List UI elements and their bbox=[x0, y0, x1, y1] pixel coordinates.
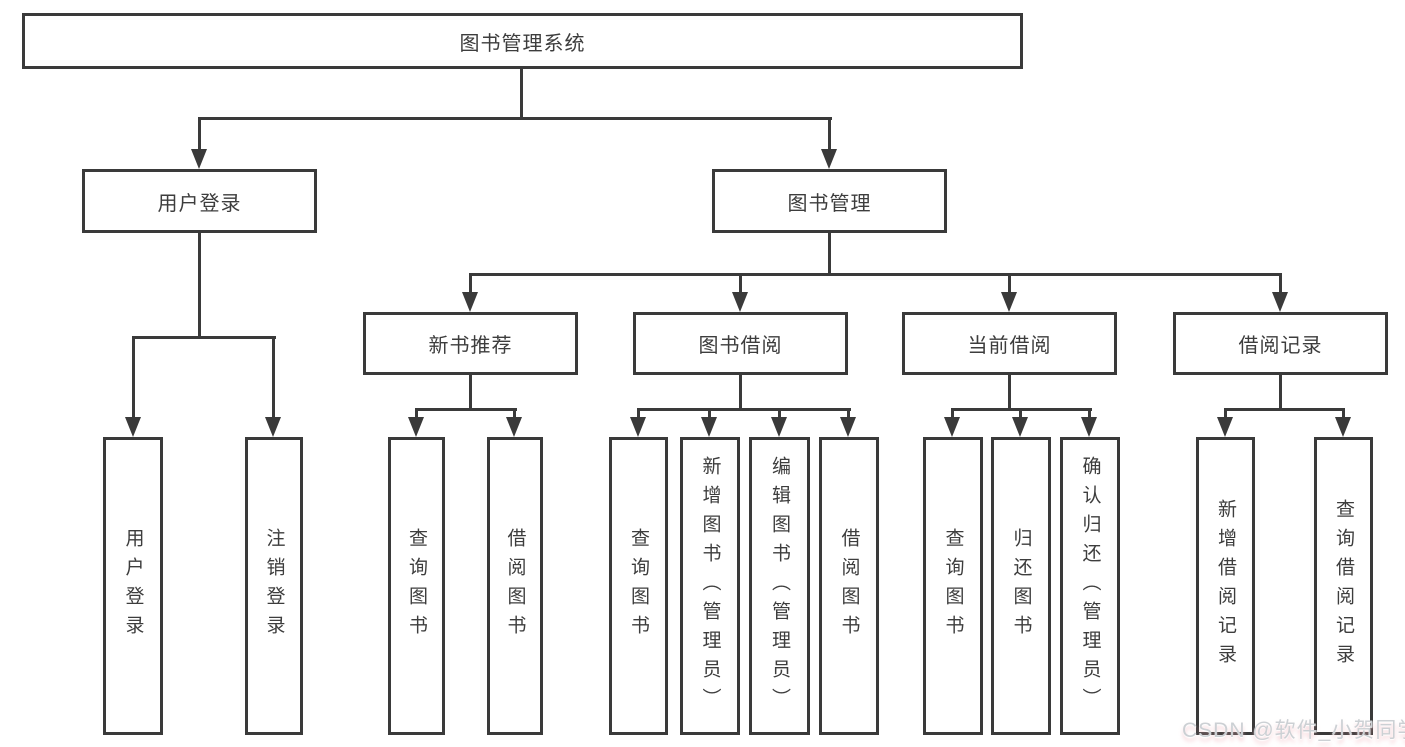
node-leaf-query-book-current: 查询图书 bbox=[923, 437, 983, 735]
connector-drop bbox=[1019, 408, 1022, 419]
connector-drop-new-book bbox=[469, 273, 472, 294]
connector-drop bbox=[708, 408, 711, 419]
arrowhead-user-login bbox=[191, 149, 207, 169]
node-new-book-recommend: 新书推荐 bbox=[363, 312, 578, 375]
connector-drop-leaf-user-login bbox=[132, 336, 135, 419]
node-book-borrow: 图书借阅 bbox=[633, 312, 848, 375]
connector-user-stem bbox=[198, 233, 201, 336]
connector-root-stem bbox=[520, 69, 523, 117]
connector-bookborrow-distributor bbox=[637, 408, 851, 411]
node-book-management-branch: 图书管理 bbox=[712, 169, 947, 233]
connector-record-stem bbox=[1279, 375, 1282, 408]
node-label: 编辑图书（管理员） bbox=[769, 455, 790, 717]
arrowhead-borrow-book-2 bbox=[840, 417, 856, 437]
node-leaf-add-book-admin: 新增图书（管理员） bbox=[680, 437, 740, 735]
node-leaf-confirm-return-admin: 确认归还（管理员） bbox=[1060, 437, 1120, 735]
arrowhead-query-book-3 bbox=[944, 417, 960, 437]
connector-drop bbox=[778, 408, 781, 419]
arrowhead-query-book-2 bbox=[630, 417, 646, 437]
arrowhead-return-book bbox=[1012, 417, 1028, 437]
connector-current-stem bbox=[1008, 375, 1011, 408]
node-label: 查询借阅记录 bbox=[1333, 499, 1354, 673]
connector-bookmgmt-distributor bbox=[469, 273, 1282, 276]
node-label: 当前借阅 bbox=[967, 335, 1052, 357]
connector-drop-borrow-record bbox=[1279, 273, 1282, 294]
arrowhead-edit-book bbox=[771, 417, 787, 437]
node-label: 确认归还（管理员） bbox=[1079, 455, 1101, 717]
arrowhead-borrow-book-1 bbox=[506, 417, 522, 437]
connector-bookborrow-stem bbox=[739, 375, 742, 408]
arrowhead-confirm-return bbox=[1081, 417, 1097, 437]
node-label: 新书推荐 bbox=[428, 335, 513, 357]
connector-recommend-stem bbox=[469, 375, 472, 408]
node-label: 注销登录 bbox=[263, 528, 285, 644]
connector-user-distributor bbox=[132, 336, 276, 339]
connector-drop-book-mgmt bbox=[828, 117, 831, 151]
arrowhead-book-mgmt bbox=[821, 149, 837, 169]
node-label: 图书管理系统 bbox=[459, 32, 586, 55]
node-user-login-branch: 用户登录 bbox=[82, 169, 317, 233]
node-leaf-return-book: 归还图书 bbox=[991, 437, 1051, 735]
node-leaf-borrow-book: 借阅图书 bbox=[819, 437, 879, 735]
node-leaf-query-book-recommend: 查询图书 bbox=[388, 437, 445, 735]
arrowhead-borrow-record bbox=[1272, 292, 1288, 312]
connector-drop bbox=[1342, 408, 1345, 419]
node-label: 新增借阅记录 bbox=[1215, 499, 1236, 673]
node-leaf-query-borrow-record: 查询借阅记录 bbox=[1314, 437, 1373, 735]
node-label: 查询图书 bbox=[628, 528, 649, 644]
arrowhead-current-borrow bbox=[1001, 292, 1017, 312]
node-label: 用户登录 bbox=[157, 192, 242, 215]
arrowhead-leaf-user-login bbox=[125, 417, 141, 437]
connector-drop bbox=[637, 408, 640, 419]
node-label: 查询图书 bbox=[942, 528, 964, 644]
connector-record-distributor bbox=[1224, 408, 1345, 411]
connector-drop bbox=[847, 408, 850, 419]
node-label: 借阅图书 bbox=[504, 528, 526, 644]
arrowhead-add-book bbox=[701, 417, 717, 437]
node-leaf-borrow-book-recommend: 借阅图书 bbox=[487, 437, 543, 735]
node-label: 查询图书 bbox=[406, 528, 427, 644]
node-label: 图书管理 bbox=[787, 192, 872, 215]
connector-root-distributor bbox=[199, 117, 832, 120]
connector-drop bbox=[951, 408, 954, 419]
connector-drop-user-login bbox=[198, 117, 201, 151]
arrowhead-book-borrow bbox=[732, 292, 748, 312]
node-label: 归还图书 bbox=[1010, 528, 1032, 644]
node-leaf-edit-book-admin: 编辑图书（管理员） bbox=[749, 437, 810, 735]
node-label: 借阅图书 bbox=[838, 528, 860, 644]
arrowhead-leaf-logout bbox=[265, 417, 281, 437]
csdn-watermark: CSDN @软件_小贺同学 bbox=[1182, 719, 1405, 742]
node-borrow-record: 借阅记录 bbox=[1173, 312, 1388, 375]
node-label: 用户登录 bbox=[122, 528, 144, 644]
node-leaf-query-book-borrow: 查询图书 bbox=[609, 437, 668, 735]
node-current-borrow: 当前借阅 bbox=[902, 312, 1117, 375]
connector-drop-leaf-logout bbox=[272, 336, 275, 419]
connector-drop bbox=[415, 408, 418, 419]
arrowhead-new-book bbox=[462, 292, 478, 312]
node-label: 新增图书（管理员） bbox=[699, 455, 721, 717]
node-leaf-user-login: 用户登录 bbox=[103, 437, 163, 735]
connector-drop bbox=[1224, 408, 1227, 419]
node-label: 借阅记录 bbox=[1238, 335, 1323, 357]
connector-drop-current-borrow bbox=[1008, 273, 1011, 294]
arrowhead-query-record bbox=[1335, 417, 1351, 437]
connector-drop bbox=[1088, 408, 1091, 419]
connector-drop-book-borrow bbox=[739, 273, 742, 294]
connector-recommend-distributor bbox=[415, 408, 517, 411]
node-root-library-system: 图书管理系统 bbox=[22, 13, 1023, 69]
arrowhead-add-record bbox=[1217, 417, 1233, 437]
arrowhead-query-book-1 bbox=[408, 417, 424, 437]
connector-bookmgmt-stem bbox=[828, 233, 831, 273]
node-label: 图书借阅 bbox=[698, 335, 783, 357]
node-leaf-add-borrow-record: 新增借阅记录 bbox=[1196, 437, 1255, 735]
node-leaf-logout: 注销登录 bbox=[245, 437, 303, 735]
connector-drop bbox=[513, 408, 516, 419]
